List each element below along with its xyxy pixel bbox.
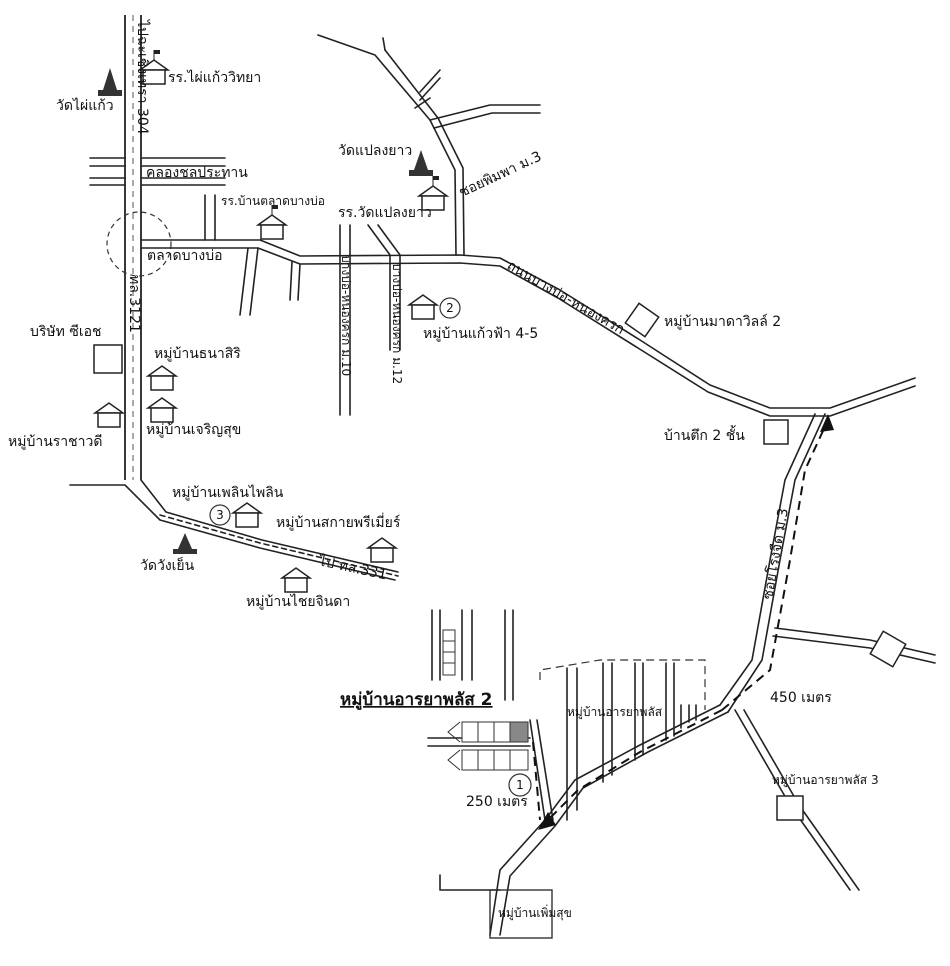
- label-village-charoensuk: หมู่บ้านเจริญสุข: [146, 422, 241, 438]
- label-dist-250: 250 เมตร: [466, 794, 528, 810]
- house-icon: [92, 402, 126, 428]
- label-village-mada: หมู่บ้านมาดาวิลล์ 2: [664, 313, 781, 330]
- label-wat-plaengyao: วัดแปลงยาว: [338, 143, 412, 159]
- east-branch: [774, 627, 936, 656]
- label-school-plaengyao: รร.วัดแปลงยาว: [338, 205, 432, 221]
- house-icon: [145, 365, 179, 391]
- label-village-phoemsuk: หมู่บ้านเพิ่มสุข: [498, 904, 572, 921]
- label-ban-tuk: บ้านตึก 2 ชั้น: [664, 425, 745, 444]
- tuk-building: [763, 419, 789, 445]
- route-east-to-araya: [547, 709, 723, 821]
- house-icon: [365, 537, 399, 563]
- east-building: [869, 630, 907, 668]
- marker-1: 1: [508, 773, 532, 797]
- label-talat-bangbo: ตลาดบางบ่อ: [147, 248, 223, 264]
- temple-icon: [409, 150, 433, 176]
- label-road-m10: บางบ่อ-หนองครก ม.10: [339, 255, 353, 376]
- label-rte-3121: ทล.3121: [126, 275, 142, 333]
- school-icon: [137, 50, 171, 85]
- company-building: [93, 344, 123, 374]
- label-village-araya3: หมู่บ้านอารยาพลัส 3: [772, 773, 879, 788]
- marker-2-label: 2: [446, 301, 454, 315]
- label-village-rachawadi: หมู่บ้านราชาวดี: [8, 434, 102, 450]
- araya3-building: [776, 795, 804, 821]
- araya-2-lots: [427, 609, 554, 821]
- canal: [89, 157, 226, 186]
- marker-3-label: 3: [216, 508, 224, 522]
- side-road-4: [249, 247, 259, 316]
- temple-icon: [173, 533, 197, 554]
- marker-2: 2: [439, 297, 461, 319]
- label-road-m12: บางบ่อ-หนองครก ม.12: [390, 263, 404, 384]
- label-village-thanasiri: หมู่บ้านธนาสิริ: [154, 346, 241, 362]
- school-icon: [416, 176, 450, 211]
- label-khlong: คลองชลประทาน: [146, 165, 248, 181]
- label-company-cg: บริษัท ซีเอช: [30, 324, 102, 340]
- phoemsuk-lots: [439, 874, 553, 939]
- school-icon: [255, 205, 289, 240]
- label-wat-phaikaeo: วัดไผ่แก้ว: [56, 97, 114, 114]
- label-soi-phimpha: ซอยพิมพา ม.3: [457, 149, 544, 201]
- road-to-331: [69, 479, 399, 581]
- label-village-chaichinda: หมู่บ้านไชยจินดา: [246, 593, 350, 610]
- house-icon: [145, 397, 179, 423]
- label-village-araya2: หมู่บ้านอารยาพลัส 2: [340, 690, 493, 711]
- road-bangbo-nongkrok: [140, 239, 916, 417]
- label-school-talat: รร.บ้านตลาดบางบ่อ: [221, 194, 325, 208]
- label-dist-450: 450 เมตร: [770, 690, 832, 706]
- label-highway-304: ไปฉะเชิงเทรา 304: [134, 19, 151, 135]
- house-icon: [406, 294, 440, 320]
- route-250m: [532, 741, 541, 821]
- label-wat-wangyen: วัดวังเย็น: [140, 556, 195, 574]
- side-road-5: [289, 261, 293, 301]
- east-branch-2: [772, 635, 936, 664]
- soi-rongchueap-road: [719, 413, 826, 713]
- route-arrow-north: [820, 414, 834, 432]
- label-village-kaewfa: หมู่บ้านแก้วฟ้า 4-5: [423, 326, 538, 342]
- side-road-3: [239, 247, 249, 316]
- label-village-araya: หมู่บ้านอารยาพลัส: [567, 705, 663, 720]
- label-village-phlernphlin: หมู่บ้านเพลินไพลิน: [172, 484, 284, 501]
- soi-phimpha-road: [317, 34, 541, 256]
- marker-3: 3: [209, 504, 231, 526]
- side-road-6: [297, 263, 301, 301]
- route-arrow-sw: [538, 812, 556, 830]
- house-icon: [230, 502, 264, 528]
- araya-plus-layout: [539, 659, 706, 821]
- label-soi-rongchueap: ซอยโรงจืด ม.3: [759, 507, 792, 601]
- mada-building: [624, 302, 660, 338]
- label-school-phaikaeo: รร.ไผ่แก้ววิทยา: [168, 69, 261, 86]
- marker-1-label: 1: [516, 778, 524, 792]
- temple-icon: [98, 68, 122, 96]
- house-icon: [279, 567, 313, 593]
- market-circle: [106, 211, 172, 277]
- road-m12: [367, 224, 401, 351]
- road-m10: [339, 224, 351, 416]
- road-araya: [489, 704, 729, 936]
- label-village-sakai: หมู่บ้านสกายพรีเมี่ยร์: [276, 513, 401, 531]
